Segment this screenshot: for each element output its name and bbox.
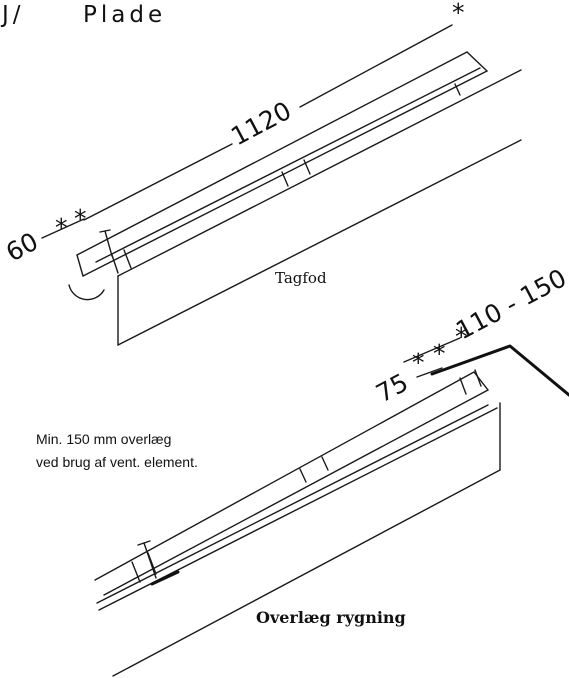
- dim-star: *: [74, 204, 87, 233]
- dim-star: *: [455, 322, 468, 351]
- dim-star: *: [452, 0, 465, 27]
- header-code: J/: [0, 2, 25, 28]
- note-line-2: ved brug af vent. element.: [36, 454, 198, 470]
- note-line-1: Min. 150 mm overlæg: [36, 431, 171, 447]
- dimension-length: 1120: [226, 96, 296, 151]
- dim-star: *: [433, 339, 446, 368]
- dimension-eaves-overhang: 60: [1, 227, 43, 268]
- dimension-ridge-overlap: 110 - 150: [451, 263, 569, 345]
- dimension-ridge-gap: 75: [371, 368, 413, 409]
- eaves-sheet: * 1120 * * 60 Tagfod: [1, 0, 522, 346]
- section-label-eaves: Tagfod: [275, 269, 327, 287]
- dim-star: *: [55, 213, 68, 242]
- section-label-ridge: Overlæg rygning: [256, 608, 406, 627]
- header-title: Plade: [83, 2, 166, 28]
- dim-star: *: [412, 348, 425, 377]
